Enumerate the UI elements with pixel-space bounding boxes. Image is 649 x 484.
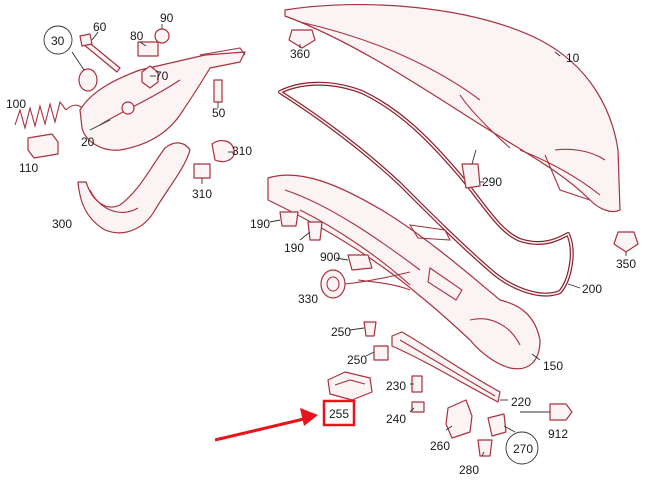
bushing — [78, 68, 98, 92]
label-260: 260 — [430, 439, 450, 453]
label-80: 80 — [130, 29, 144, 43]
bolt-60 — [79, 33, 121, 73]
trim-strip-220 — [391, 331, 501, 403]
label-250b: 250 — [347, 353, 367, 367]
label-110: 110 — [19, 161, 38, 175]
label-270: 270 — [513, 442, 533, 456]
lamp-290 — [461, 163, 481, 189]
label-300: 300 — [52, 217, 72, 231]
bolt-50 — [213, 79, 223, 103]
hinge-left — [77, 142, 191, 234]
bulb-280 — [477, 439, 493, 457]
callout-circle-270 — [505, 431, 539, 465]
label-290: 290 — [482, 175, 502, 189]
switch-900 — [347, 254, 373, 271]
red-arrow — [214, 408, 318, 442]
grommet-360 — [288, 29, 316, 49]
connector-912 — [549, 403, 573, 421]
label-20: 20 — [81, 135, 95, 149]
trunk-lid-inner-panel — [267, 174, 541, 370]
label-30: 30 — [51, 34, 65, 48]
switch-260 — [445, 399, 473, 439]
washer-90 — [154, 28, 170, 44]
callout-circle-30 — [43, 25, 73, 55]
grommet-330 — [320, 269, 411, 299]
buffer-310b — [193, 163, 211, 179]
leader-lines — [71, 24, 627, 457]
part-labels: 10 20 30 50 60 70 80 90 100 110 150 190 … — [6, 11, 636, 477]
label-250a: 250 — [331, 325, 351, 339]
label-150: 150 — [543, 359, 563, 373]
trunk-lid-seal — [278, 81, 574, 297]
label-200: 200 — [582, 282, 602, 296]
label-360: 360 — [290, 47, 310, 61]
license-lamp-255 — [327, 371, 373, 401]
cap-110 — [27, 133, 59, 159]
label-50: 50 — [212, 106, 226, 120]
label-230: 230 — [386, 379, 406, 393]
label-90: 90 — [160, 11, 174, 25]
label-350: 350 — [616, 257, 636, 271]
bolt-250a — [363, 321, 377, 337]
clip-190a — [279, 211, 299, 227]
label-240: 240 — [386, 412, 406, 426]
label-190b: 190 — [284, 241, 304, 255]
socket-270 — [487, 413, 507, 437]
label-255: 255 — [329, 407, 349, 421]
trunk-lid-outer — [284, 3, 621, 213]
spring-100 — [14, 100, 83, 131]
label-60: 60 — [93, 20, 107, 34]
label-310a: 310 — [232, 144, 252, 158]
highlight-box-255 — [322, 399, 356, 427]
label-912: 912 — [548, 427, 568, 441]
label-220: 220 — [511, 395, 531, 409]
label-900: 900 — [320, 250, 340, 264]
buffer-310a — [211, 140, 235, 163]
label-190a: 190 — [250, 217, 270, 231]
label-310b: 310 — [192, 187, 212, 201]
clip-350 — [613, 231, 639, 253]
nut-250b — [373, 345, 389, 361]
screw-240 — [411, 401, 425, 413]
clip-80 — [137, 41, 159, 57]
clip-190b — [307, 221, 323, 241]
hinge-arm — [79, 47, 246, 151]
clip-230 — [411, 375, 423, 393]
label-100: 100 — [6, 97, 26, 111]
label-280: 280 — [459, 463, 479, 477]
label-330: 330 — [298, 292, 318, 306]
label-10: 10 — [566, 51, 580, 65]
label-70: 70 — [155, 69, 169, 83]
nut-70 — [141, 65, 159, 89]
